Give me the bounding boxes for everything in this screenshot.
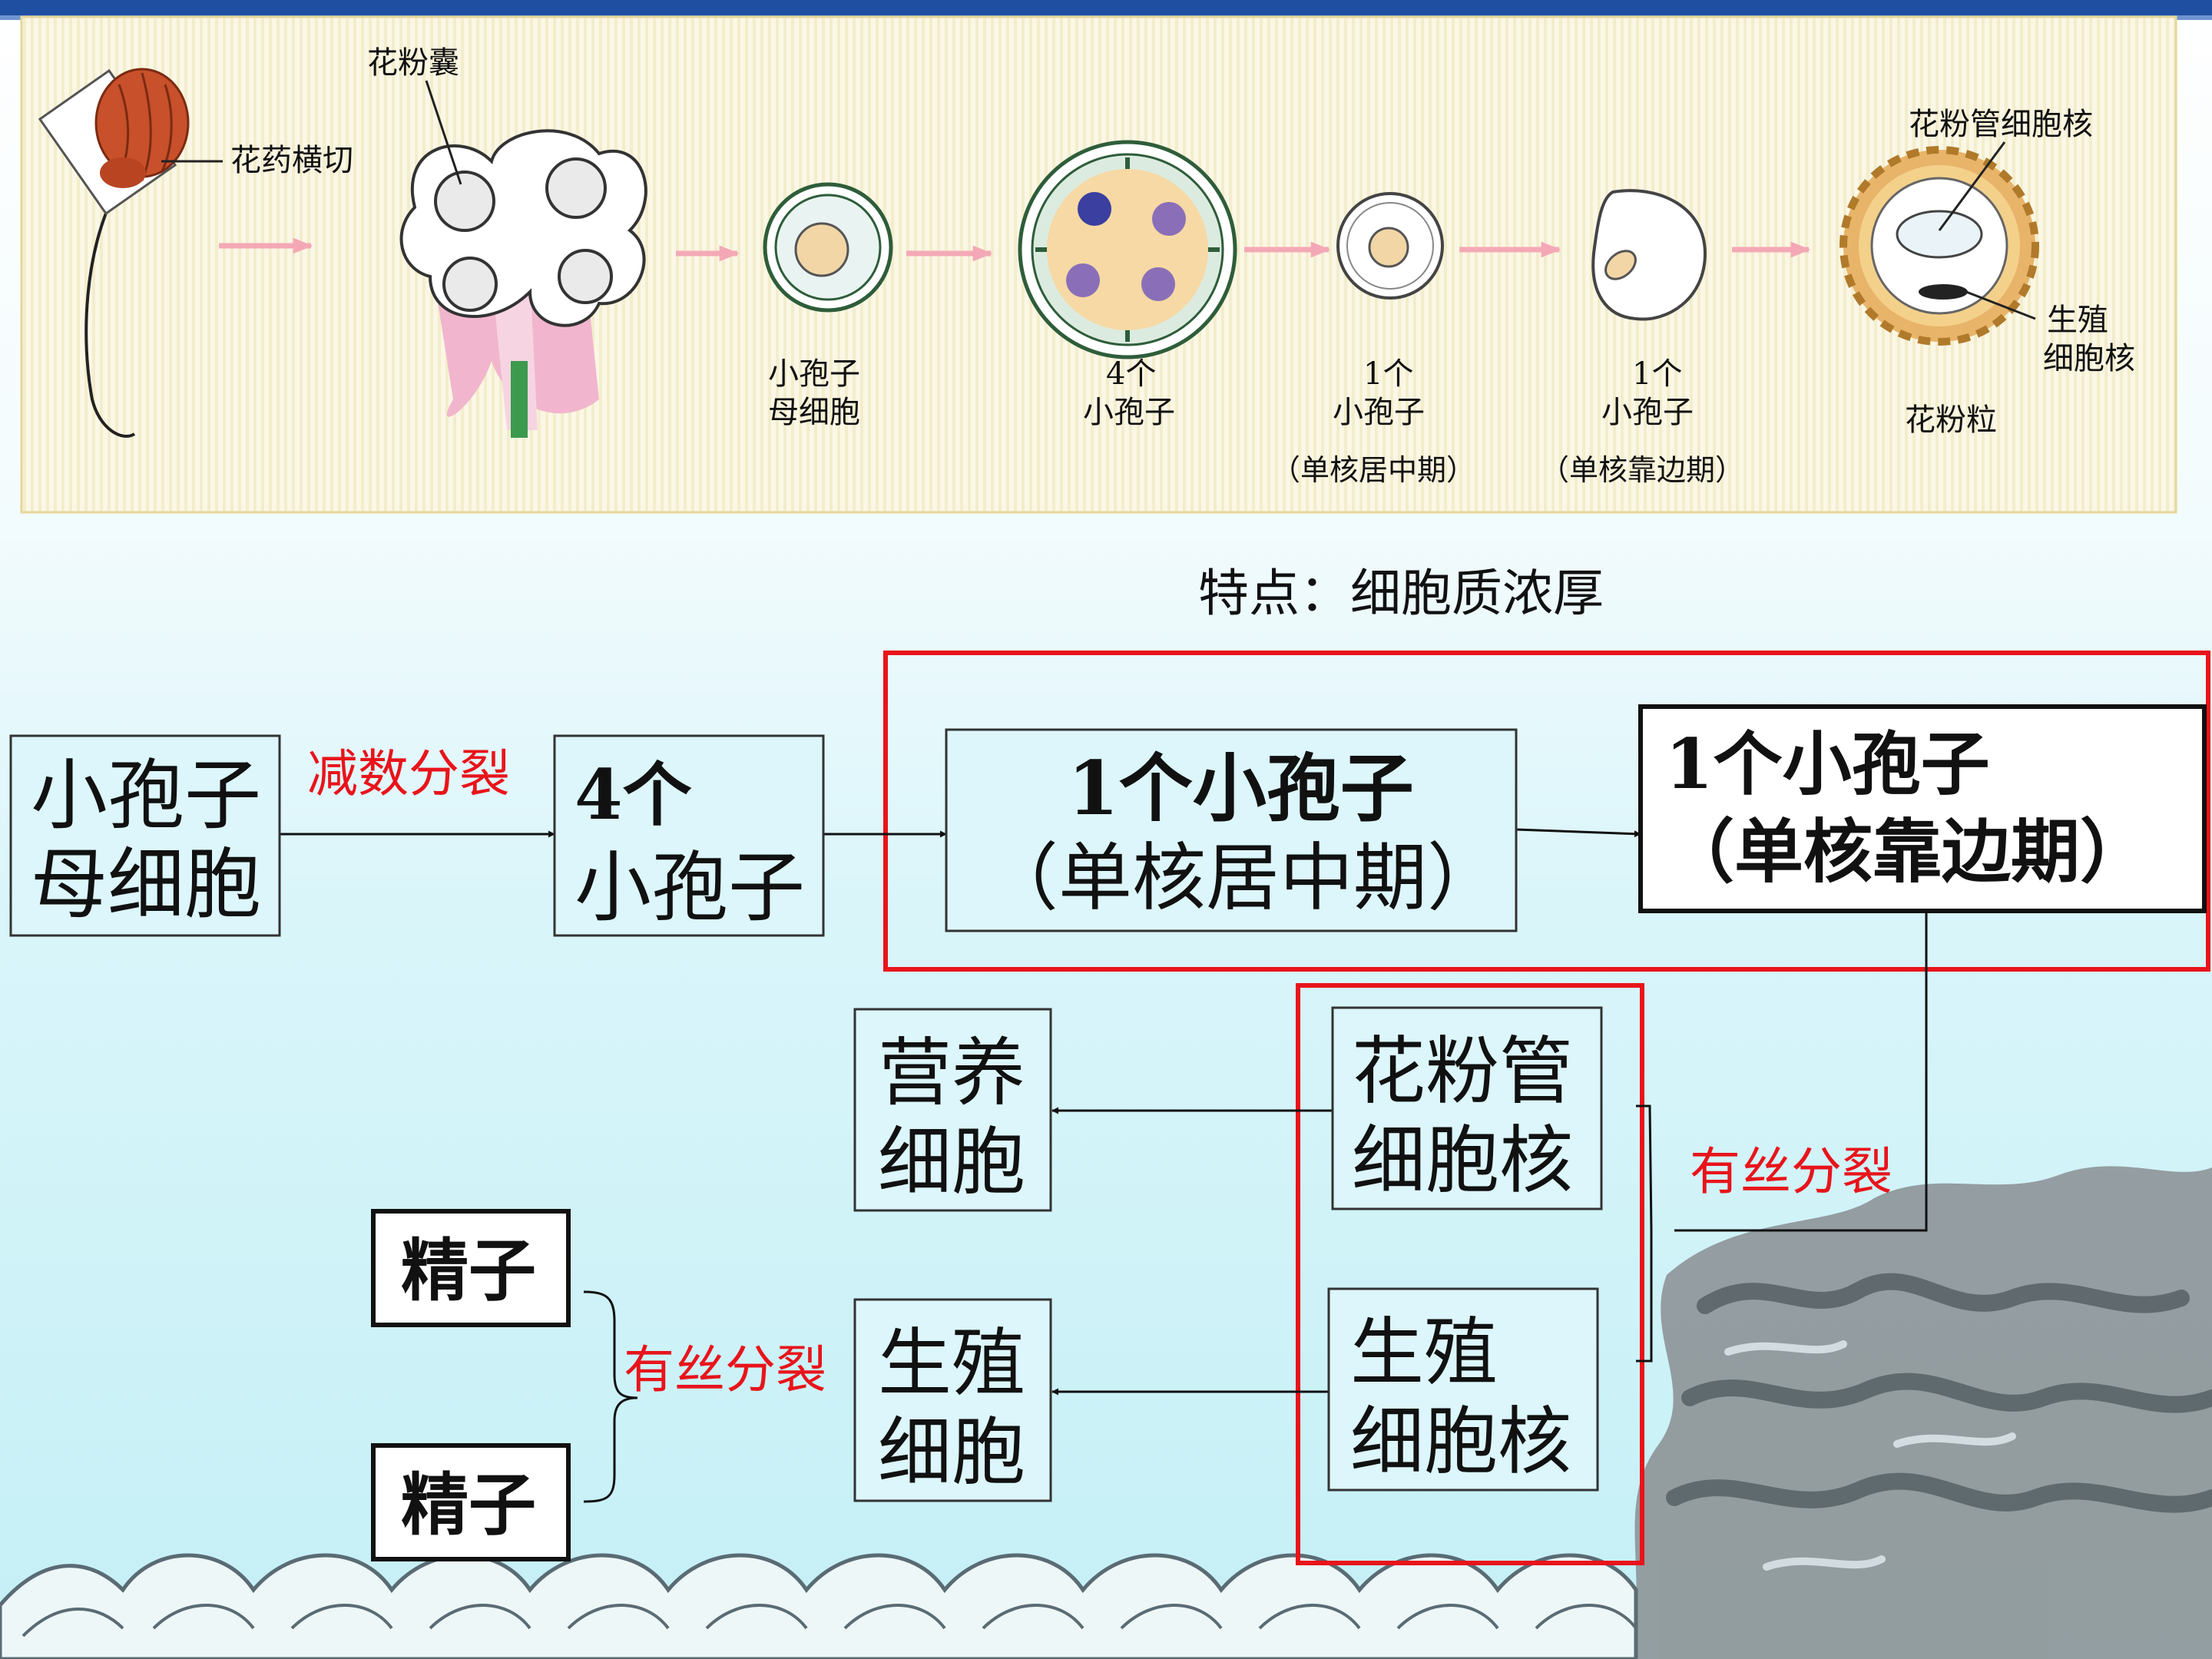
side-stage-label-line2: 小孢子 <box>1601 395 1694 430</box>
pollen-sac-leader <box>425 80 462 185</box>
pollen-tube-nucleus-box <box>1331 1006 1603 1210</box>
flow-connectors <box>280 828 1928 1503</box>
mother-cell-icon <box>763 182 893 313</box>
central-stage-label-line1: 1个 <box>1363 356 1413 392</box>
anther-cross-section-label: 花药横切 <box>230 143 353 178</box>
pollen-tube-nucleus-text-line2: 细胞核 <box>1352 1118 1573 1204</box>
feature-note: 特点：细胞质浓厚 <box>1198 564 1604 623</box>
highlight-frame-uninucleate-stages <box>883 651 2210 972</box>
vegetative-cell-box <box>853 1008 1052 1212</box>
side-stage-label-line1: 1个 <box>1632 356 1682 392</box>
sperm-text-2: 精子 <box>401 1465 536 1545</box>
tetrad-icon <box>1018 140 1237 359</box>
central-stage-box <box>945 728 1518 932</box>
wave-decoration <box>0 1553 1638 1659</box>
highlight-frame-nuclei <box>1296 983 1644 1565</box>
anther-cross-section-icon <box>399 129 647 438</box>
central-stage-microspore-icon <box>1336 192 1444 300</box>
dragon-decoration <box>1628 1166 2212 1659</box>
pollen-tube-nucleus-label: 花粉管细胞核 <box>1909 107 2093 142</box>
central-stage-text-line2: （单核居中期） <box>985 835 1501 921</box>
four-microspores-text-line2: 小孢子 <box>575 843 805 932</box>
mother-cell-label-line2: 母细胞 <box>768 395 860 430</box>
side-stage-text-line1: 1个小孢子 <box>1665 724 1990 805</box>
four-microspores-box <box>553 734 825 937</box>
generative-nucleus-text-line1: 生殖 <box>1350 1310 1498 1396</box>
vegetative-cell-text-line1: 营养 <box>878 1030 1025 1116</box>
pollen-development-illustration: 花药横切 花粉囊 小孢子 母细胞 <box>20 15 2177 514</box>
side-stage-microspore-icon <box>1591 189 1707 321</box>
pollen-tube-nucleus-leader <box>1938 141 2006 231</box>
generative-nucleus-leader <box>1965 290 2036 320</box>
generative-cell-text-line2: 细胞 <box>878 1409 1025 1495</box>
flower-anther-icon <box>38 68 190 438</box>
generative-nucleus-label-line1: 生殖 <box>2047 303 2108 338</box>
meiosis-label: 减数分裂 <box>307 744 510 803</box>
central-stage-label-line3: （单核居中期） <box>1271 453 1475 487</box>
generative-nucleus-text-line2: 细胞核 <box>1350 1399 1571 1485</box>
central-stage-text-line1: 1个小孢子 <box>1068 745 1414 832</box>
illustration-stage-arrows <box>219 237 1811 262</box>
flow-boxes <box>9 704 2207 1561</box>
generative-cell-text-line1: 生殖 <box>878 1320 1025 1406</box>
sperm-text-1: 精子 <box>401 1230 536 1310</box>
mother-cell-label-line1: 小孢子 <box>768 356 860 392</box>
mother-cell-text-line1: 小孢子 <box>31 750 261 840</box>
mother-cell-text-line2: 母细胞 <box>31 839 261 929</box>
pollen-tube-nucleus-text-line1: 花粉管 <box>1352 1028 1573 1114</box>
title-bar <box>0 0 2212 15</box>
side-stage-box <box>1638 704 2207 913</box>
mitosis-label-2: 有丝分裂 <box>624 1340 826 1399</box>
generative-nucleus-box <box>1327 1287 1599 1492</box>
pollen-grain-icon <box>1839 146 2039 346</box>
sperm-box-2 <box>371 1443 571 1561</box>
mother-cell-box <box>9 734 281 937</box>
four-microspores-label-line1: 4个 <box>1106 356 1156 392</box>
pollen-grain-label: 花粉粒 <box>1905 402 1997 438</box>
side-stage-label-line3: （单核靠边期） <box>1540 453 1744 487</box>
generative-nucleus-label-line2: 细胞核 <box>2043 341 2135 376</box>
four-microspores-label-line2: 小孢子 <box>1083 395 1175 430</box>
vegetative-cell-text-line2: 细胞 <box>878 1119 1025 1205</box>
sperm-box-1 <box>371 1209 571 1327</box>
generative-cell-box <box>853 1298 1052 1502</box>
four-microspores-text-line1: 4个 <box>575 754 692 836</box>
central-stage-label-line2: 小孢子 <box>1333 395 1425 430</box>
side-stage-text-line2: （单核靠边期） <box>1665 811 2149 892</box>
mitosis-label-1: 有丝分裂 <box>1690 1142 1892 1201</box>
pollen-sac-label: 花粉囊 <box>367 45 459 81</box>
